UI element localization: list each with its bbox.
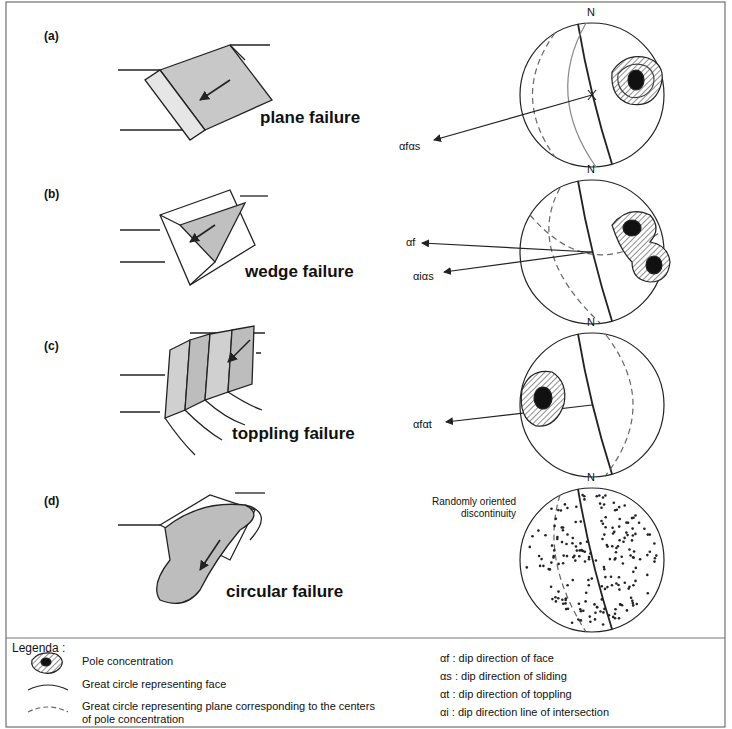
legend-text: Great circle representing face [82, 678, 282, 691]
legend-heading: Legenda : [12, 642, 65, 656]
symbol-definition: αi : dip direction line of intersection [440, 706, 720, 719]
legend-text: Pole concentration [82, 655, 382, 668]
failure-name: circular failure [226, 582, 343, 602]
annotation: Randomly oriented discontinuity [404, 496, 516, 519]
panel-letter: (c) [44, 340, 59, 354]
north-mark: N [587, 316, 595, 329]
dip-label: αf [405, 236, 416, 249]
dip-label: αfαt [412, 418, 433, 431]
symbol-definition: αt : dip direction of toppling [440, 688, 720, 701]
symbol-definition: αf : dip direction of face [440, 652, 720, 665]
failure-name: toppling failure [232, 424, 355, 444]
legend-text: Great circle representing plane correspo… [82, 700, 382, 725]
dip-label: αiαs [412, 270, 435, 283]
north-mark: N [587, 163, 595, 176]
dip-label: αfαs [398, 140, 421, 153]
north-mark: N [587, 6, 595, 19]
failure-name: plane failure [260, 108, 360, 128]
panel-letter: (b) [44, 188, 59, 202]
failure-name: wedge failure [245, 262, 354, 282]
symbol-definition: αs : dip direction of sliding [440, 670, 720, 683]
panel-letter: (a) [44, 30, 59, 44]
north-mark: N [587, 471, 595, 484]
panel-letter: (d) [44, 495, 59, 509]
